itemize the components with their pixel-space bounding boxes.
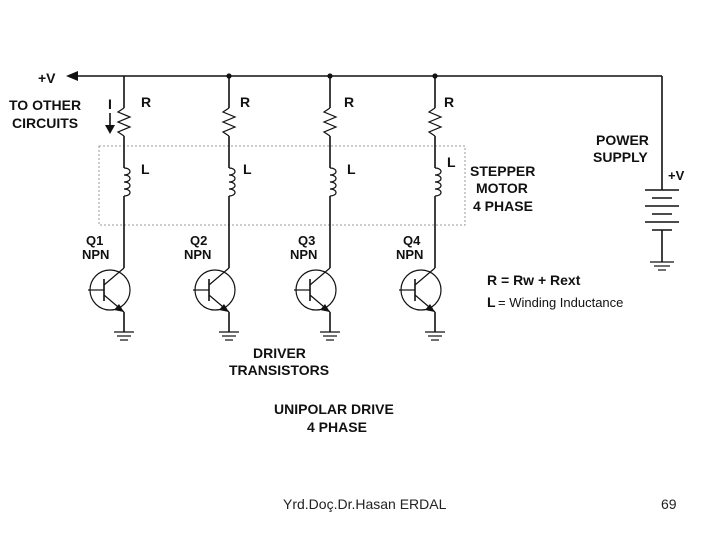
resistor-4 [427, 107, 443, 137]
resistor-4-label: R [444, 94, 454, 110]
junction-dot [327, 73, 333, 79]
inductor-3-label: L [347, 161, 356, 177]
motor-label-line1: STEPPER [470, 163, 535, 179]
q1-type-label: NPN [82, 247, 109, 262]
resistor-2 [221, 107, 237, 137]
q2-type-label: NPN [184, 247, 211, 262]
q4-type-label: NPN [396, 247, 423, 262]
to-other-label: TO OTHER [9, 97, 81, 113]
plus-v-label: +V [38, 70, 56, 86]
inductor-4 [434, 167, 442, 197]
driver-label-line2: TRANSISTORS [229, 362, 329, 378]
page-number: 69 [661, 496, 677, 512]
resistor-1 [116, 107, 132, 137]
phase-4 [399, 76, 445, 341]
battery-plus-v-label: +V [668, 168, 685, 183]
current-arrow-icon [105, 113, 115, 134]
motor-label-line3: 4 PHASE [473, 198, 533, 214]
driver-label-line1: DRIVER [253, 345, 306, 361]
phase-3 [294, 76, 340, 341]
phase-1 [88, 76, 134, 341]
circuits-label: CIRCUITS [12, 115, 78, 131]
stepper-motor-box [98, 145, 466, 226]
junction-dot [432, 73, 438, 79]
q3-type-label: NPN [290, 247, 317, 262]
supply-rail [66, 71, 663, 190]
resistor-3 [322, 107, 338, 137]
resistor-1-label: R [141, 94, 151, 110]
resistor-2-label: R [240, 94, 250, 110]
power-label-line2: SUPPLY [593, 149, 648, 165]
phase-2 [193, 76, 239, 341]
q1-label: Q1 [86, 233, 103, 248]
inductor-3 [329, 167, 337, 197]
current-label: I [108, 96, 112, 112]
resistor-3-label: R [344, 94, 354, 110]
inductor-1-label: L [141, 161, 150, 177]
power-label-line1: POWER [596, 132, 649, 148]
motor-label-line2: MOTOR [476, 180, 528, 196]
inductor-4-label: L [447, 154, 456, 170]
battery-icon [645, 189, 679, 271]
inductor-2-label: L [243, 161, 252, 177]
q4-label: Q4 [403, 233, 421, 248]
q3-label: Q3 [298, 233, 315, 248]
legend-l-prefix: L [487, 294, 496, 310]
q2-label: Q2 [190, 233, 207, 248]
legend-l-definition: = Winding Inductance [498, 295, 623, 310]
footer-author: Yrd.Doç.Dr.Hasan ERDAL [283, 496, 447, 512]
inductor-1 [123, 167, 131, 197]
caption-line1: UNIPOLAR DRIVE [274, 401, 394, 417]
legend-r-definition: R = Rw + Rext [487, 272, 581, 288]
inductor-2 [228, 167, 236, 197]
caption-line2: 4 PHASE [307, 419, 367, 435]
junction-dot [226, 73, 232, 79]
